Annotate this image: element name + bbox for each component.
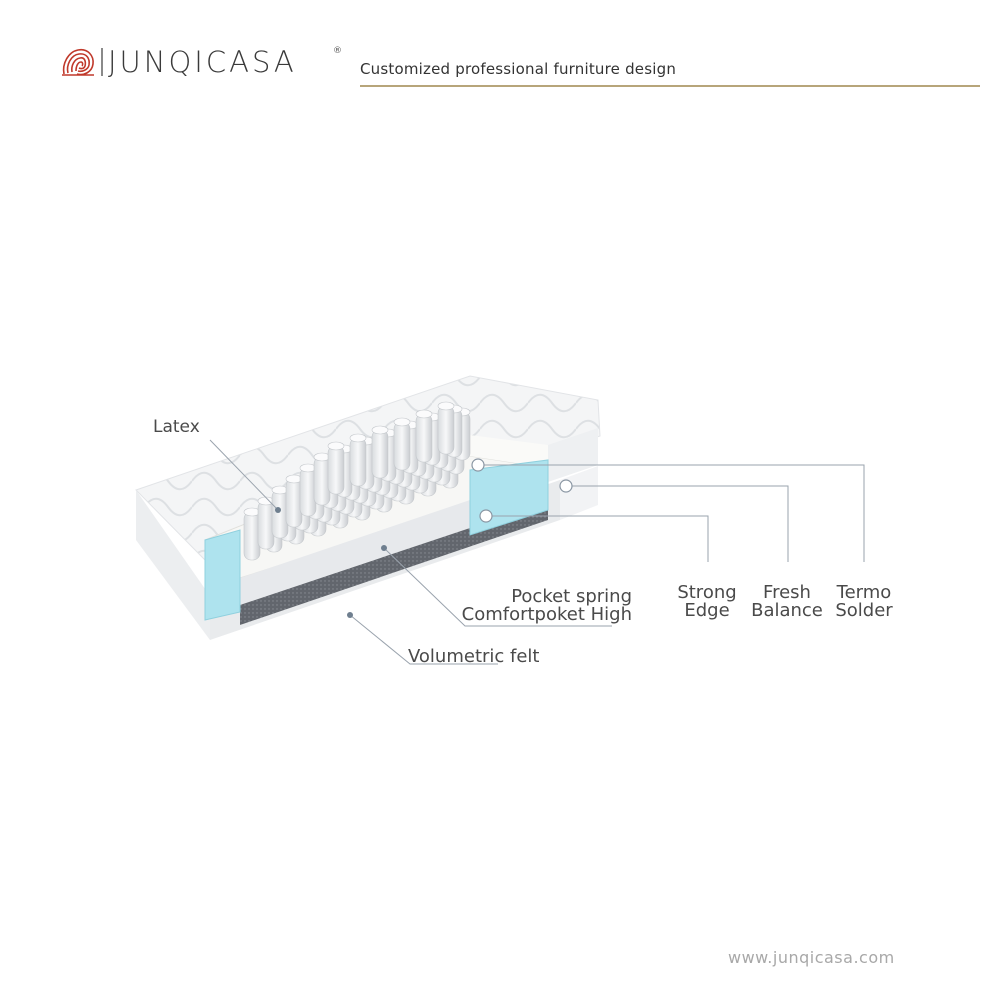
spring-coil <box>349 437 367 487</box>
label-pocket-spring-1: Pocket spring <box>511 586 632 607</box>
label-termo-solder-2: Solder <box>835 600 893 621</box>
label-volumetric-felt: Volumetric felt <box>408 646 540 667</box>
website-url: www.junqicasa.com <box>728 948 895 967</box>
label-termo-solder-1: Termo <box>836 582 892 603</box>
label-strong-edge-2: Edge <box>684 600 729 621</box>
pocket-springs <box>243 401 471 561</box>
callout-dots <box>275 507 387 618</box>
tagline: Customized professional furniture design <box>360 60 677 78</box>
gold-divider-line <box>360 85 980 87</box>
label-latex: Latex <box>153 417 200 437</box>
logo-divider <box>101 48 103 76</box>
spring-coil-top <box>285 474 303 484</box>
cutaway-section <box>204 430 549 625</box>
label-pocket-spring-2: Comfortpoket High <box>462 604 632 625</box>
spring-coil-top <box>243 507 261 517</box>
spring-coil-top <box>349 433 367 443</box>
spring-coil-top <box>415 409 433 419</box>
label-fresh-balance-1: Fresh <box>763 582 811 603</box>
spring-coil-top <box>313 452 331 462</box>
leader-lines <box>209 439 865 665</box>
spring-coil <box>271 489 289 539</box>
spring-coil <box>371 429 389 479</box>
label-fresh-balance-2: Balance <box>751 600 823 621</box>
callout-markers <box>471 458 573 523</box>
spring-coil <box>437 405 455 455</box>
spring-coil-top <box>271 485 289 495</box>
spring-coil <box>327 445 345 495</box>
spring-coil <box>313 456 331 506</box>
spring-coil <box>393 421 411 471</box>
label-strong-edge-1: Strong <box>677 582 736 603</box>
spring-coil <box>285 478 303 528</box>
spring-coil <box>299 467 317 517</box>
volumetric-felt-layer <box>240 510 548 625</box>
spring-coil-top <box>437 401 455 411</box>
spring-coil <box>257 500 275 550</box>
spring-coil-top <box>327 441 345 451</box>
foam-edge-left <box>204 529 241 621</box>
spring-coil <box>415 413 433 463</box>
spring-coil-top <box>393 417 411 427</box>
spring-coil-top <box>299 463 317 473</box>
spring-coil-top <box>371 425 389 435</box>
header: JUNQICASA ® Customized professional furn… <box>0 0 1000 110</box>
brand-name: JUNQICASA <box>108 45 297 79</box>
spring-coil <box>243 511 261 561</box>
spiral-logo-icon <box>62 48 94 76</box>
registered-mark: ® <box>333 46 342 56</box>
